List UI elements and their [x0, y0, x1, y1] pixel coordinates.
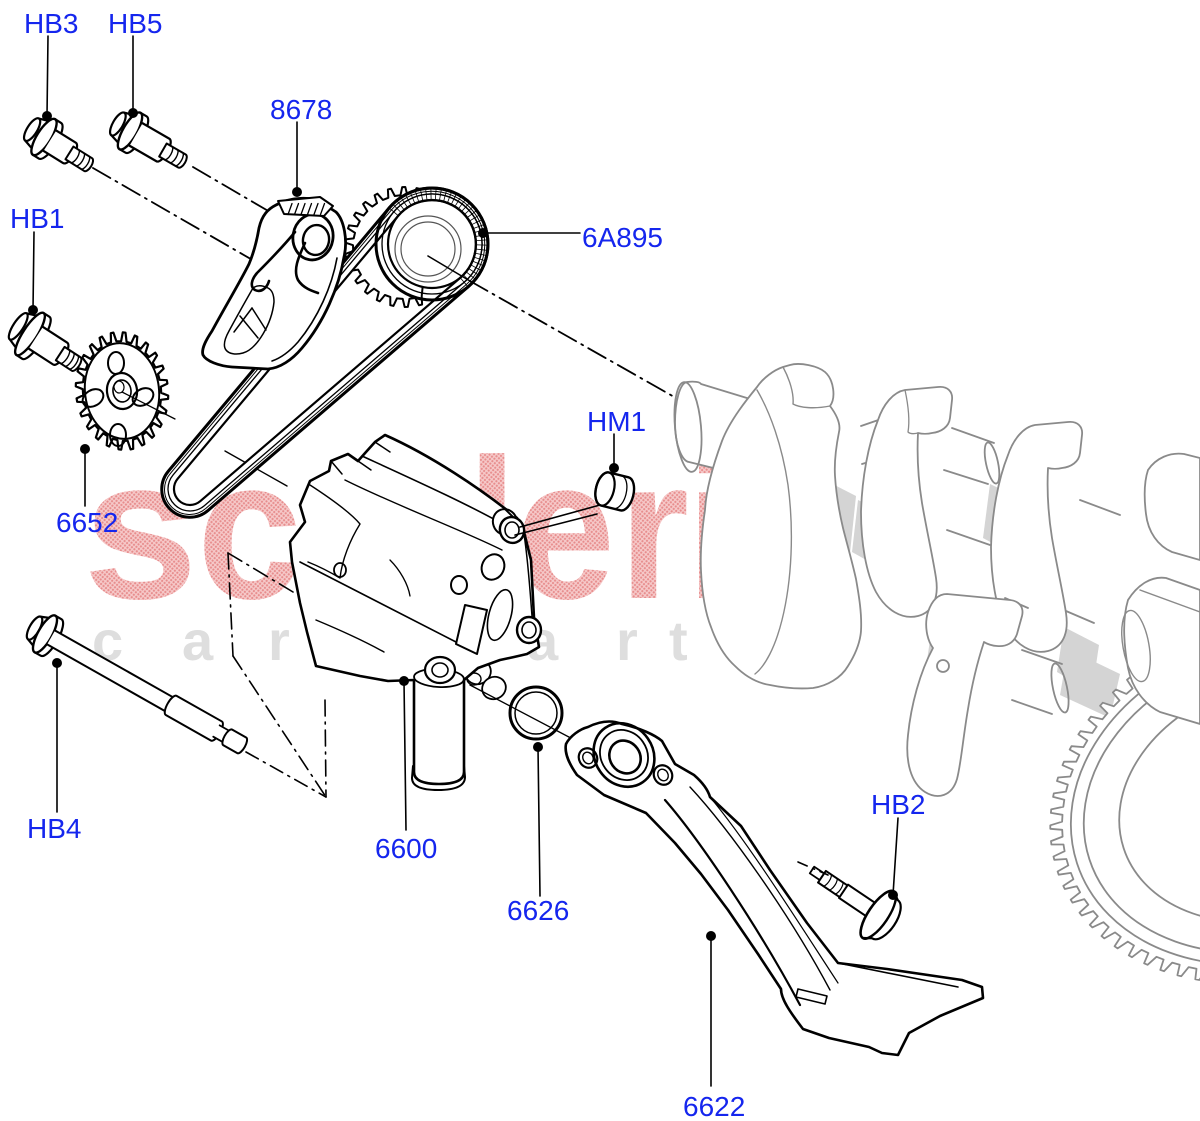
- svg-text:r: r: [616, 609, 638, 672]
- svg-text:HB3: HB3: [24, 8, 78, 39]
- svg-text:8678: 8678: [270, 94, 332, 125]
- svg-text:s: s: [83, 418, 198, 641]
- svg-text:6600: 6600: [375, 833, 437, 864]
- svg-text:HB5: HB5: [108, 8, 162, 39]
- svg-text:r: r: [619, 418, 689, 641]
- svg-text:HM1: HM1: [587, 406, 646, 437]
- svg-text:HB1: HB1: [10, 203, 64, 234]
- svg-text:a: a: [182, 609, 214, 672]
- svg-text:HB4: HB4: [27, 813, 81, 844]
- svg-text:6626: 6626: [507, 895, 569, 926]
- svg-text:6A895: 6A895: [582, 222, 663, 253]
- svg-text:6622: 6622: [683, 1091, 745, 1121]
- svg-text:t: t: [669, 609, 688, 672]
- svg-text:r: r: [268, 609, 290, 672]
- svg-text:c: c: [197, 418, 302, 641]
- svg-text:6652: 6652: [56, 507, 118, 538]
- svg-text:HB2: HB2: [871, 789, 925, 820]
